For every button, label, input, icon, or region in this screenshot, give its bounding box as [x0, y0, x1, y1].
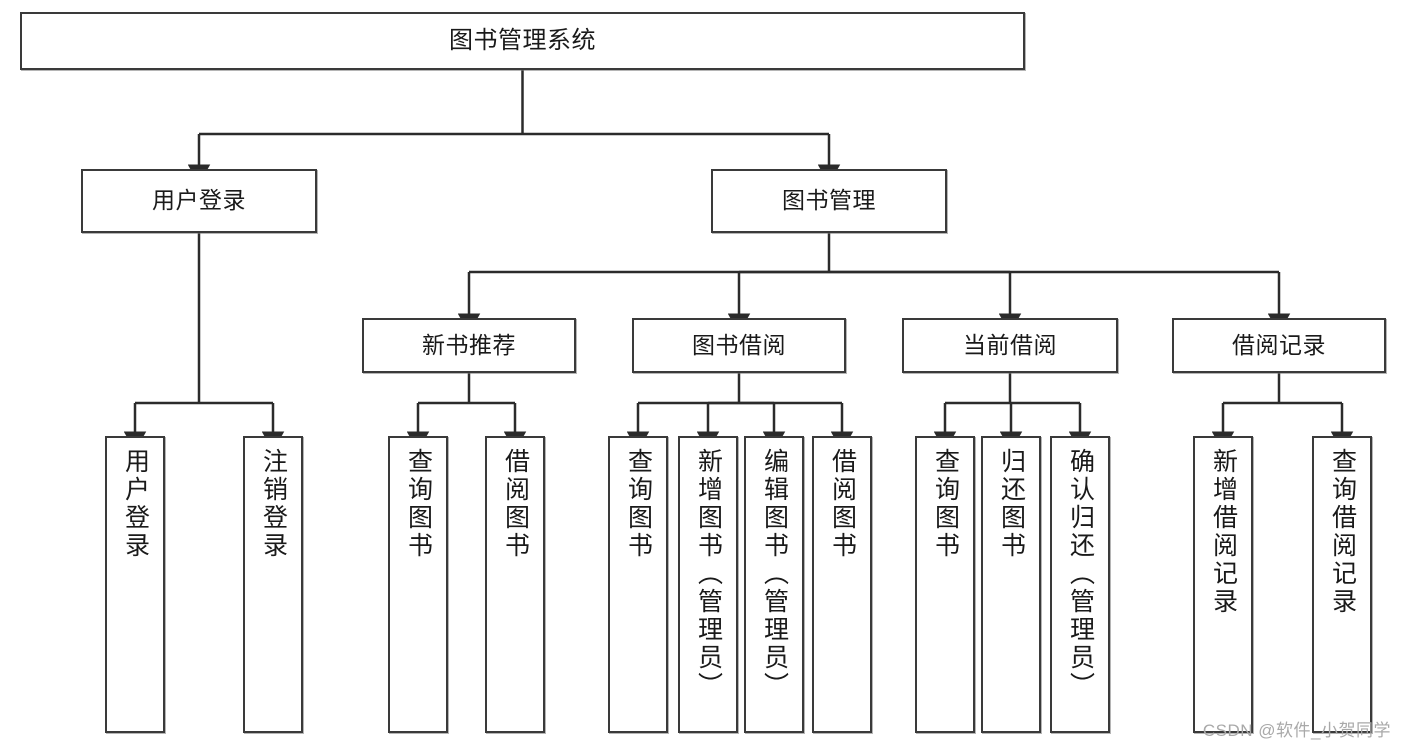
node-leaf5[interactable]: 查询图书 — [608, 436, 668, 733]
node-label: 编辑图书（管理员） — [760, 448, 789, 700]
node-label: 新书推荐 — [422, 331, 516, 358]
node-leaf12[interactable]: 新增借阅记录 — [1193, 436, 1253, 733]
node-borrow[interactable]: 图书借阅 — [632, 318, 846, 373]
node-label: 借阅记录 — [1232, 331, 1326, 358]
node-label: 借阅图书 — [828, 448, 857, 560]
node-label: 图书借阅 — [692, 331, 786, 358]
node-current[interactable]: 当前借阅 — [902, 318, 1118, 373]
node-label: 查询图书 — [624, 448, 653, 560]
node-leaf13[interactable]: 查询借阅记录 — [1312, 436, 1372, 733]
node-label: 图书管理 — [782, 187, 876, 214]
node-label: 用户登录 — [152, 187, 246, 214]
node-label: 新增图书（管理员） — [694, 448, 723, 700]
node-leaf9[interactable]: 查询图书 — [915, 436, 975, 733]
node-label: 查询借阅记录 — [1328, 448, 1357, 616]
node-leaf11[interactable]: 确认归还（管理员） — [1050, 436, 1110, 733]
node-bookmgmt[interactable]: 图书管理 — [711, 169, 947, 233]
node-leaf7[interactable]: 编辑图书（管理员） — [744, 436, 804, 733]
node-label: 借阅图书 — [501, 448, 530, 560]
node-login[interactable]: 用户登录 — [81, 169, 317, 233]
node-leaf6[interactable]: 新增图书（管理员） — [678, 436, 738, 733]
csdn-watermark: CSDN @软件_小贺同学 — [1202, 721, 1391, 740]
node-leaf2[interactable]: 注销登录 — [243, 436, 303, 733]
node-newbook[interactable]: 新书推荐 — [362, 318, 576, 373]
node-leaf1[interactable]: 用户登录 — [105, 436, 165, 733]
node-label: 当前借阅 — [963, 331, 1057, 358]
node-root[interactable]: 图书管理系统 — [20, 12, 1025, 70]
node-label: 注销登录 — [259, 448, 288, 560]
node-leaf3[interactable]: 查询图书 — [388, 436, 448, 733]
node-label: 归还图书 — [997, 448, 1026, 560]
node-label: 查询图书 — [404, 448, 433, 560]
node-label: 查询图书 — [931, 448, 960, 560]
node-leaf10[interactable]: 归还图书 — [981, 436, 1041, 733]
node-label: 确认归还（管理员） — [1066, 448, 1095, 700]
node-leaf8[interactable]: 借阅图书 — [812, 436, 872, 733]
node-label: 新增借阅记录 — [1209, 448, 1238, 616]
node-leaf4[interactable]: 借阅图书 — [485, 436, 545, 733]
node-records[interactable]: 借阅记录 — [1172, 318, 1386, 373]
node-label: 图书管理系统 — [449, 26, 596, 54]
node-label: 用户登录 — [121, 448, 150, 560]
